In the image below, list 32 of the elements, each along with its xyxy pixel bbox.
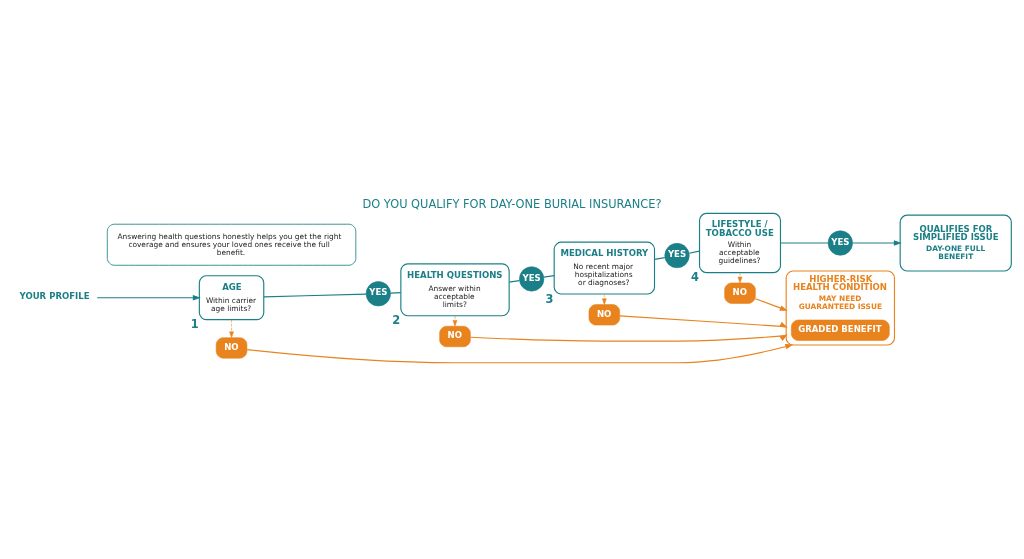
node-circle: YES [664,243,690,269]
arrow [229,319,234,338]
node-circle: YES [365,281,391,307]
connector [779,242,829,244]
node-box: NO [215,337,248,359]
connector [688,250,700,254]
connector [508,280,520,283]
node-label: 4 [690,270,699,285]
arrow [602,293,607,305]
arrow [96,294,201,301]
arrow [246,343,794,364]
arrow [452,315,458,327]
node-label: 1 [190,317,199,332]
node-label: 2 [392,313,401,328]
connector [543,275,555,278]
arrow [469,334,788,342]
connector [654,257,666,260]
diagram-title: DO YOU QUALIFY FOR DAY-ONE BURIAL INSURANCE? [362,196,662,211]
node-box: NO [724,282,756,304]
node-box: NO [439,325,471,348]
arrow [852,240,902,246]
node-box: GRADED BENEFIT [791,319,890,341]
node-circle: YES [519,266,545,292]
connector [263,293,367,298]
node-box: NO [588,304,620,326]
arrow [754,298,788,311]
arrow [737,272,743,284]
node-text: YOUR PROFILE [19,291,90,302]
connector [390,292,402,294]
node-circle: YES [827,230,853,256]
arrow [619,315,788,328]
node-label: 3 [545,291,554,306]
